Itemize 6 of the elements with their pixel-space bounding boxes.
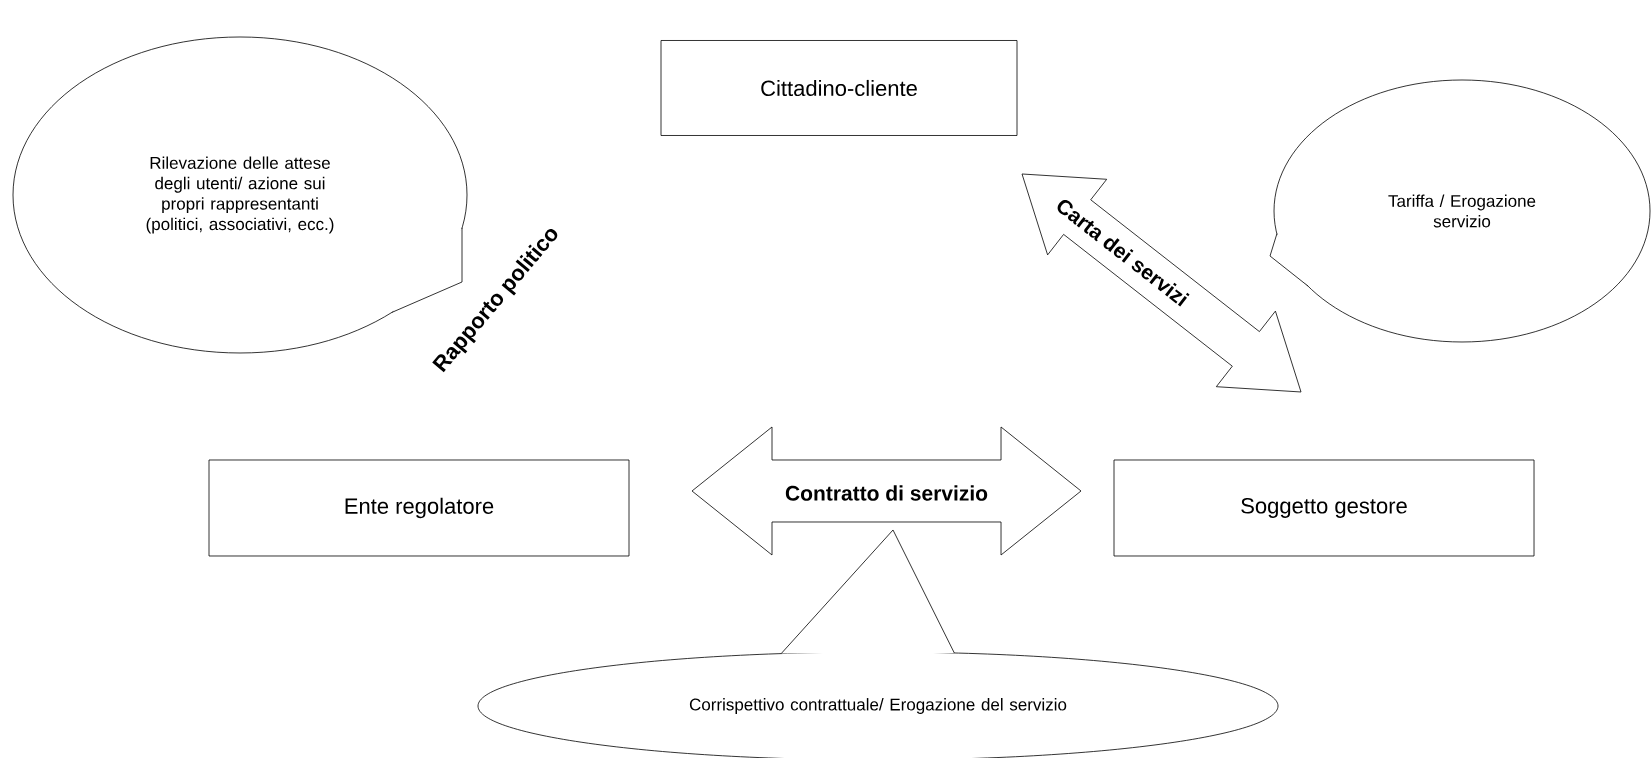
edge-label: Contratto di servizio xyxy=(783,483,990,503)
speech-bubble: Tariffa / Erogazione servizio xyxy=(1269,79,1651,343)
text-box: Soggetto gestore xyxy=(1113,459,1535,557)
speech-bubble: Corrispettivo contrattuale/ Erogazione del servizio xyxy=(477,529,1279,758)
text-box: Ente regolatore xyxy=(208,459,630,557)
text-box: Cittadino-cliente xyxy=(660,40,1018,136)
